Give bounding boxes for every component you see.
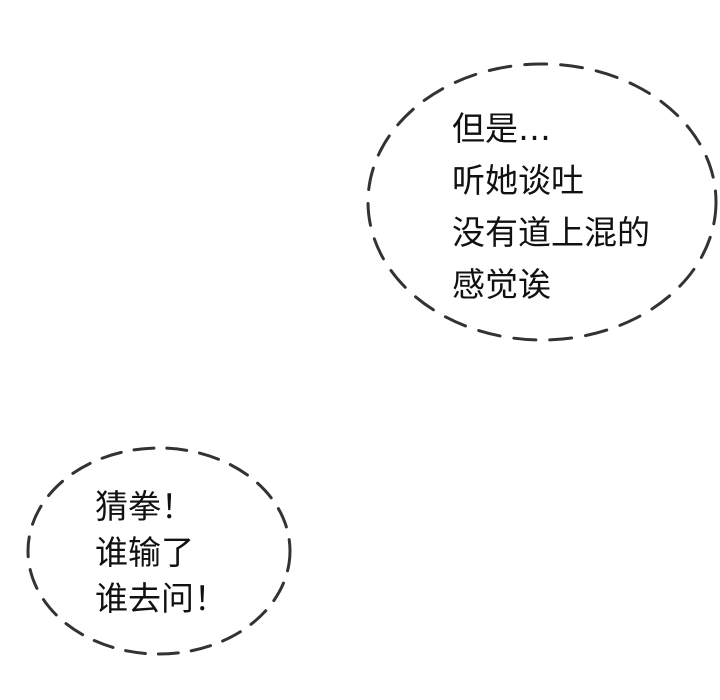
bubble-text: 猜拳！ 谁输了 谁去问！ [95,490,227,628]
bubble-line: 谁输了 [95,533,194,572]
thought-bubble-bottom: 猜拳！ 谁输了 谁去问！ [26,446,294,658]
bubble-line: 感觉诶 [452,265,551,304]
bubble-line: 没有道上混的 [452,213,650,252]
dashed-bubble-outline [26,446,292,656]
bubble-line: 谁去问！ [95,579,227,618]
thought-bubble-top: 但是… 听她谈吐 没有道上混的 感觉诶 [366,62,720,342]
bubble-line: 听她谈吐 [452,161,584,200]
bubble-text: 但是… 听她谈吐 没有道上混的 感觉诶 [452,112,650,320]
bubble-line: 猜拳！ [95,487,194,526]
bubble-line: 但是… [452,109,551,148]
dashed-bubble-outline [366,62,718,342]
